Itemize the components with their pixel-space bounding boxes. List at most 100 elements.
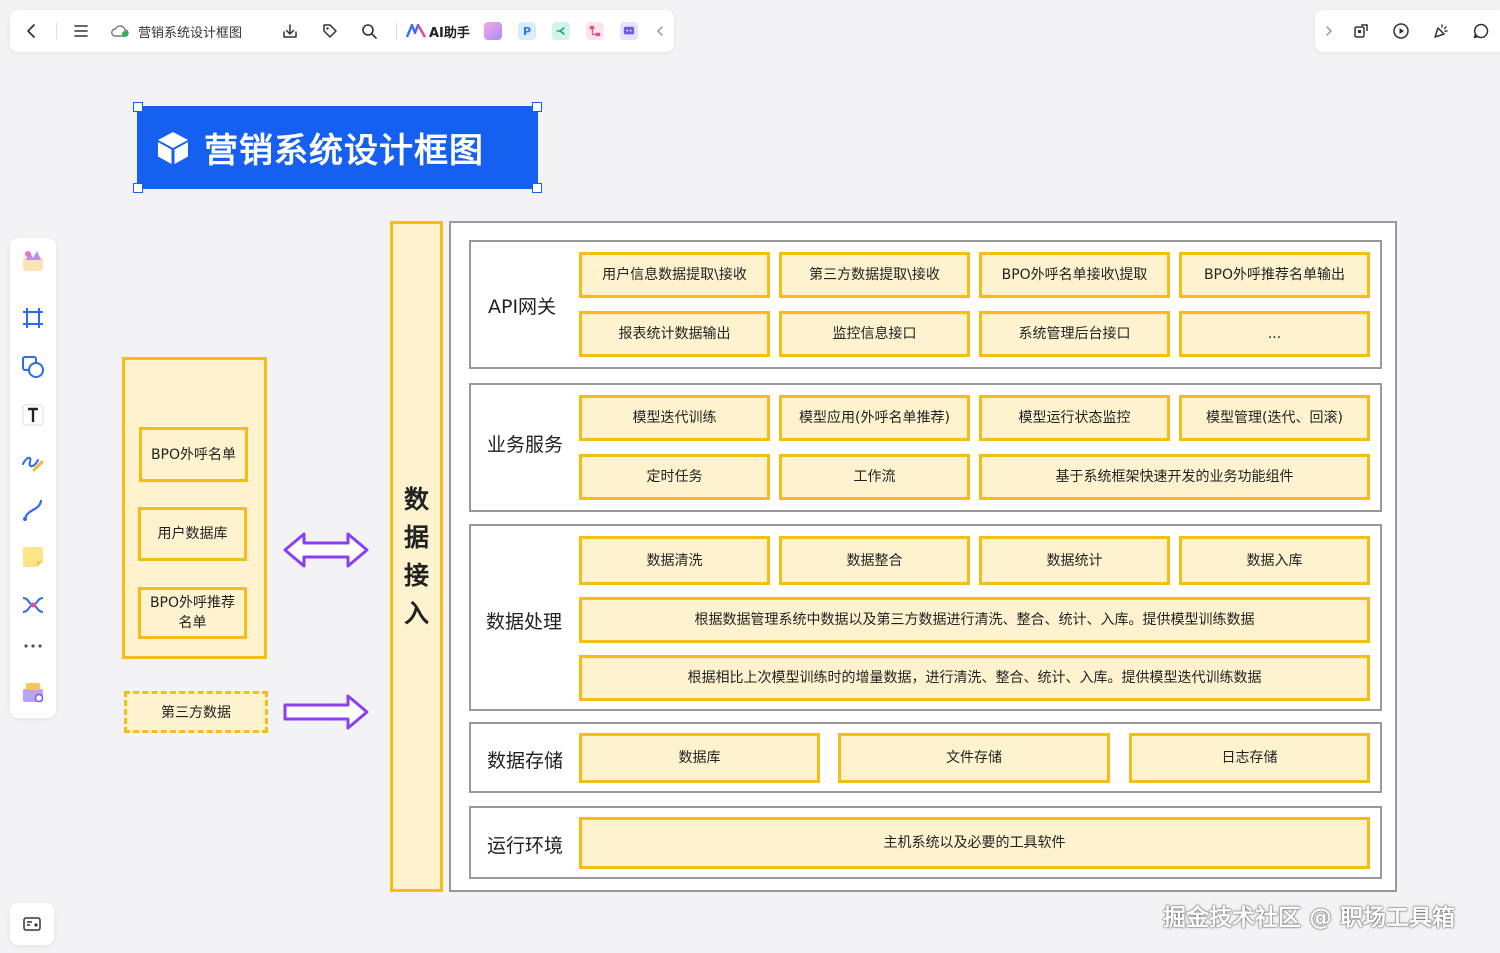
runtime-box[interactable]: 主机系统以及必要的工具软件 bbox=[579, 817, 1370, 869]
layer-title: 数据处理 bbox=[486, 611, 563, 633]
biz-box[interactable]: 模型管理(迭代、回滚) bbox=[1179, 395, 1370, 441]
tag-icon[interactable] bbox=[316, 10, 344, 52]
templates-icon[interactable] bbox=[19, 247, 47, 275]
text-tool-icon[interactable] bbox=[19, 401, 47, 429]
biz-box[interactable]: 基于系统框架快速开发的业务功能组件 bbox=[979, 454, 1370, 500]
mindmap-app-icon[interactable] bbox=[552, 22, 570, 40]
biz-box-label: 工作流 bbox=[853, 469, 896, 485]
api-box[interactable]: BPO外呼名单接收\提取 bbox=[979, 252, 1170, 298]
proc-box[interactable]: 数据统计 bbox=[979, 536, 1170, 585]
biz-box-label: 模型管理(迭代、回滚) bbox=[1206, 410, 1343, 426]
api-box[interactable]: 监控信息接口 bbox=[779, 311, 970, 357]
proc-box[interactable]: 根据相比上次模型训练时的增量数据，进行清洗、整合、统计、入库。提供模型迭代训练数… bbox=[579, 655, 1370, 701]
celebrate-icon[interactable] bbox=[1427, 10, 1455, 52]
shape-tool-icon[interactable] bbox=[19, 353, 47, 381]
cube-icon bbox=[158, 131, 188, 164]
api-box[interactable]: BPO外呼推荐名单输出 bbox=[1179, 252, 1370, 298]
access-char: 数 bbox=[403, 484, 429, 514]
search-icon[interactable] bbox=[355, 10, 383, 52]
proc-box-label: 数据清洗 bbox=[646, 552, 703, 569]
storage-box-label: 数据库 bbox=[678, 750, 721, 766]
source-user-database[interactable]: 用户数据库 bbox=[138, 507, 247, 561]
api-box[interactable]: 系统管理后台接口 bbox=[979, 311, 1170, 357]
api-box-label: 第三方数据提取\接收 bbox=[809, 267, 940, 283]
title-banner[interactable]: 营销系统设计框图 bbox=[138, 107, 537, 188]
storage-box[interactable]: 日志存储 bbox=[1129, 733, 1370, 783]
ai-logo-icon bbox=[406, 24, 426, 38]
biz-box[interactable]: 模型迭代训练 bbox=[579, 395, 770, 441]
source-label: BPO外呼名单 bbox=[150, 446, 237, 463]
back-icon[interactable] bbox=[18, 10, 46, 52]
api-box-label: ... bbox=[1267, 326, 1282, 342]
mindmap-tool-icon[interactable] bbox=[19, 591, 47, 619]
biz-box[interactable]: 工作流 bbox=[779, 454, 970, 500]
storage-box-label: 日志存储 bbox=[1221, 750, 1278, 766]
data-access-bar[interactable]: 数 据 接 入 bbox=[390, 221, 443, 892]
storage-box[interactable]: 数据库 bbox=[579, 733, 820, 783]
layer-title: 数据存储 bbox=[487, 750, 564, 772]
layer-title: 业务服务 bbox=[487, 434, 564, 456]
access-char: 接 bbox=[403, 560, 429, 590]
api-box-label: BPO外呼名单接收\提取 bbox=[1001, 267, 1148, 283]
sticky-note-icon[interactable] bbox=[19, 543, 47, 571]
more-tools-icon[interactable] bbox=[19, 632, 47, 660]
biz-box-label: 模型运行状态监控 bbox=[1018, 410, 1131, 426]
right-toolbar bbox=[1315, 10, 1500, 52]
proc-box[interactable]: 数据整合 bbox=[779, 536, 970, 585]
biz-box[interactable]: 定时任务 bbox=[579, 454, 770, 500]
chat-app-icon[interactable] bbox=[620, 22, 638, 40]
banner-title: 营销系统设计框图 bbox=[204, 131, 484, 171]
api-box-label: 报表统计数据输出 bbox=[618, 326, 731, 342]
tool-rail bbox=[10, 238, 56, 718]
source-bpo-call-list[interactable]: BPO外呼名单 bbox=[139, 427, 248, 482]
api-box[interactable]: 用户信息数据提取\接收 bbox=[579, 252, 770, 298]
resize-handle-top-right[interactable] bbox=[532, 102, 542, 112]
collapse-chevron-icon[interactable] bbox=[646, 10, 674, 52]
resize-handle-top-left[interactable] bbox=[133, 102, 143, 112]
proc-box[interactable]: 数据入库 bbox=[1179, 536, 1370, 585]
layer-title: 运行环境 bbox=[487, 835, 564, 857]
api-box[interactable]: 第三方数据提取\接收 bbox=[779, 252, 970, 298]
ai-assistant-label: AI助手 bbox=[429, 25, 470, 41]
storage-box-label: 文件存储 bbox=[946, 750, 1002, 766]
resize-handle-bottom-right[interactable] bbox=[532, 183, 542, 193]
expand-chevron-icon[interactable] bbox=[1315, 10, 1343, 52]
third-party-data[interactable]: 第三方数据 bbox=[124, 691, 268, 733]
storage-box[interactable]: 文件存储 bbox=[838, 733, 1110, 783]
minimap-toggle-icon[interactable] bbox=[10, 903, 54, 945]
image-generation-icon[interactable] bbox=[484, 22, 502, 40]
share-present-icon[interactable] bbox=[1347, 10, 1375, 52]
api-box[interactable]: 报表统计数据输出 bbox=[579, 311, 770, 357]
source-bpo-recommend-list[interactable]: BPO外呼推荐名单 bbox=[138, 587, 247, 639]
biz-box-label: 定时任务 bbox=[646, 469, 703, 485]
runtime-box-label: 主机系统以及必要的工具软件 bbox=[883, 835, 1066, 851]
cloud-saved-icon bbox=[111, 25, 129, 37]
menu-icon[interactable] bbox=[67, 10, 95, 52]
api-box[interactable]: ... bbox=[1179, 311, 1370, 357]
access-char: 入 bbox=[403, 598, 429, 628]
comment-icon[interactable] bbox=[1467, 10, 1495, 52]
flowchart-app-icon[interactable] bbox=[586, 22, 604, 40]
proc-box[interactable]: 数据清洗 bbox=[579, 536, 770, 585]
resize-handle-bottom-left[interactable] bbox=[133, 183, 143, 193]
connector-tool-icon[interactable] bbox=[19, 496, 47, 524]
api-box-label: 系统管理后台接口 bbox=[1018, 326, 1131, 342]
document-title[interactable]: 营销系统设计框图 bbox=[110, 10, 242, 52]
play-icon[interactable] bbox=[1387, 10, 1415, 52]
p-app-label: P bbox=[522, 24, 532, 38]
biz-box-label: 模型应用(外呼名单推荐) bbox=[799, 410, 950, 426]
plugin-box-icon[interactable] bbox=[19, 678, 47, 706]
proc-box[interactable]: 根据数据管理系统中数据以及第三方数据进行清洗、整合、统计、入库。提供模型训练数据 bbox=[579, 597, 1370, 643]
ai-assistant-button[interactable]: AI助手 bbox=[406, 10, 470, 52]
frame-tool-icon[interactable] bbox=[19, 304, 47, 332]
proc-box-label: 数据入库 bbox=[1246, 552, 1303, 569]
layer-title: API网关 bbox=[488, 296, 557, 318]
proc-box-label: 根据数据管理系统中数据以及第三方数据进行清洗、整合、统计、入库。提供模型训练数据 bbox=[694, 612, 1255, 628]
biz-box[interactable]: 模型运行状态监控 bbox=[979, 395, 1170, 441]
p-app-icon[interactable]: P bbox=[518, 22, 536, 40]
download-icon[interactable] bbox=[276, 10, 304, 52]
api-box-label: 监控信息接口 bbox=[832, 326, 917, 342]
biz-box[interactable]: 模型应用(外呼名单推荐) bbox=[779, 395, 970, 441]
pen-tool-icon[interactable] bbox=[19, 449, 47, 477]
watermark: 掘金技术社区 @ 职场工具箱 bbox=[1163, 905, 1456, 931]
